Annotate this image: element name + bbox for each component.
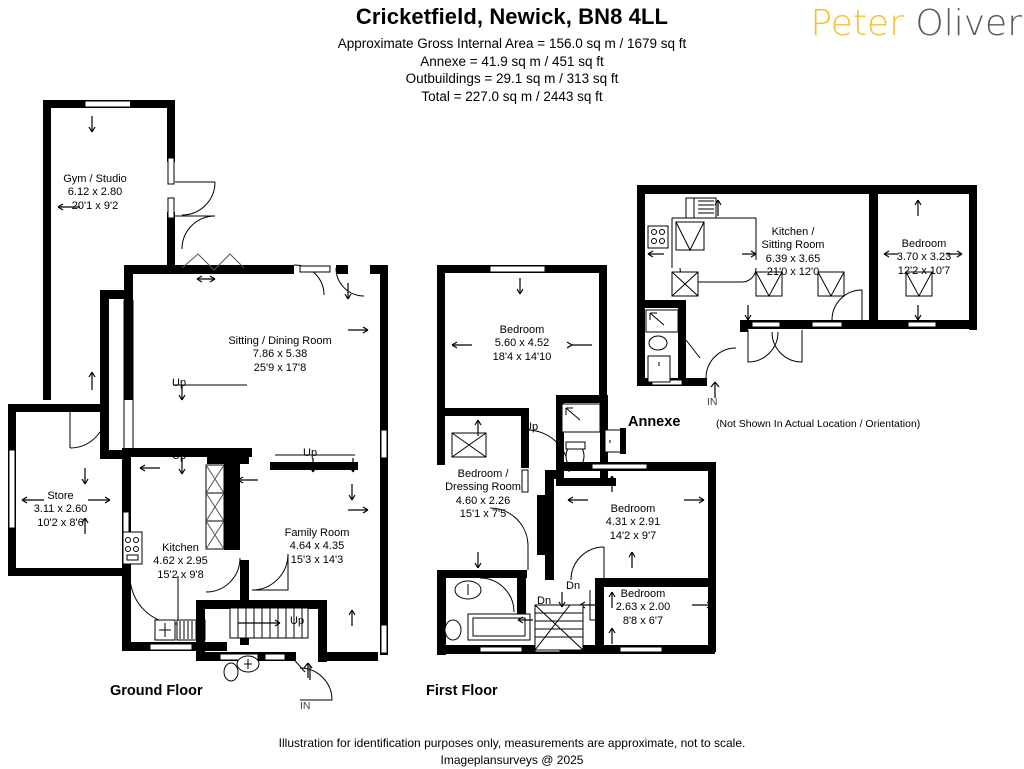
stair-marker-dn-1: Dn bbox=[566, 580, 581, 592]
entry-marker-ground: IN bbox=[300, 700, 311, 712]
bed-two-metric: 4.31 x 2.91 bbox=[605, 516, 661, 529]
sitting-name: Sitting / Dining Room bbox=[228, 335, 332, 347]
room-label-annexe-bedroom: Bedroom 3.70 x 3.23 12'2 x 10'7 bbox=[874, 238, 974, 278]
stair-marker-up-3: Up bbox=[303, 447, 318, 459]
room-label-bedroom-dressing: Bedroom / Dressing Room 4.60 x 2.26 15'1… bbox=[428, 468, 538, 522]
annexe-drawing bbox=[637, 185, 977, 398]
kitchen-name: Kitchen bbox=[162, 542, 199, 554]
annexe-kitchen-imperial: 21'0 x 12'0 bbox=[766, 266, 820, 279]
annexe-title: Annexe bbox=[628, 414, 681, 430]
gym-metric: 6.12 x 2.80 bbox=[67, 186, 123, 199]
store-metric: 3.11 x 2.60 bbox=[33, 503, 88, 516]
footer-disclaimer: Illustration for identification purposes… bbox=[278, 736, 746, 750]
area-summary: Approximate Gross Internal Area = 156.0 … bbox=[0, 35, 1024, 105]
kitchen-imperial: 15'2 x 9'8 bbox=[157, 568, 204, 581]
bed-two-imperial: 14'2 x 9'7 bbox=[609, 529, 657, 542]
room-label-kitchen: Kitchen 4.62 x 2.95 15'2 x 9'8 bbox=[128, 542, 233, 582]
stair-marker-up-5: Up bbox=[524, 421, 539, 433]
area-line-gross: Approximate Gross Internal Area = 156.0 … bbox=[337, 36, 687, 51]
header: Cricketfield, Newick, BN8 4LL Approximat… bbox=[0, 0, 1024, 105]
ground-floor-title: Ground Floor bbox=[110, 683, 203, 699]
dressing-imperial: 15'1 x 7'5 bbox=[459, 508, 507, 521]
dressing-metric: 4.60 x 2.26 bbox=[455, 494, 511, 507]
kitchen-metric: 4.62 x 2.95 bbox=[153, 555, 208, 568]
annexe-kitchen-name1: Kitchen / bbox=[771, 226, 815, 238]
gym-imperial: 20'1 x 9'2 bbox=[71, 199, 119, 212]
footer-credit: Imageplansurveys @ 2025 bbox=[440, 753, 584, 767]
bed-main-imperial: 18'4 x 14'10 bbox=[492, 350, 552, 363]
room-label-bedroom-two: Bedroom 4.31 x 2.91 14'2 x 9'7 bbox=[578, 503, 688, 543]
annexe-kitchen-metric: 6.39 x 3.65 bbox=[765, 252, 821, 265]
first-floor-drawing bbox=[437, 265, 716, 655]
room-label-sitting-dining: Sitting / Dining Room 7.86 x 5.38 25'9 x… bbox=[190, 335, 370, 375]
family-metric: 4.64 x 4.35 bbox=[289, 540, 345, 553]
stair-marker-up-1: Up bbox=[172, 377, 187, 389]
annexe-bed-imperial: 12'2 x 10'7 bbox=[897, 264, 951, 277]
entry-marker-annexe: IN bbox=[707, 396, 718, 408]
store-name: Store bbox=[47, 490, 74, 502]
dressing-name2: Dressing Room bbox=[445, 481, 521, 494]
room-label-family: Family Room 4.64 x 4.35 15'3 x 14'3 bbox=[258, 527, 376, 567]
sitting-imperial: 25'9 x 17'8 bbox=[253, 361, 307, 374]
store-imperial: 10'2 x 8'6 bbox=[37, 516, 84, 529]
footer: Illustration for identification purposes… bbox=[0, 735, 1024, 769]
annexe-bed-metric: 3.70 x 3.23 bbox=[896, 251, 952, 264]
annexe-kitchen-name2: Sitting Room bbox=[761, 239, 825, 252]
room-label-store: Store 3.11 x 2.60 10'2 x 8'6 bbox=[8, 490, 113, 530]
family-imperial: 15'3 x 14'3 bbox=[290, 553, 344, 566]
area-line-outbuildings: Outbuildings = 29.1 sq m / 313 sq ft bbox=[405, 71, 619, 86]
room-label-bedroom-three: Bedroom 2.63 x 2.00 8'8 x 6'7 bbox=[588, 588, 698, 628]
logo-first-word: Peter bbox=[810, 3, 904, 44]
stair-marker-up-2: Up bbox=[172, 450, 187, 462]
bed-three-imperial: 8'8 x 6'7 bbox=[622, 614, 664, 627]
bed-main-metric: 5.60 x 4.52 bbox=[494, 337, 550, 350]
room-label-annexe-kitchen: Kitchen / Sitting Room 6.39 x 3.65 21'0 … bbox=[738, 226, 848, 280]
bed-two-name: Bedroom bbox=[610, 503, 656, 515]
dressing-name1: Bedroom / bbox=[457, 468, 509, 480]
bed-three-metric: 2.63 x 2.00 bbox=[615, 601, 671, 614]
ground-floor-drawing bbox=[8, 100, 388, 701]
stair-marker-dn-2: Dn bbox=[537, 595, 552, 607]
brand-logo: Peter Oliver bbox=[810, 4, 1022, 44]
bed-main-name: Bedroom bbox=[499, 324, 545, 336]
logo-second-word: Oliver bbox=[915, 3, 1022, 44]
annexe-bed-name: Bedroom bbox=[901, 238, 947, 250]
sitting-metric: 7.86 x 5.38 bbox=[252, 348, 308, 361]
bed-three-name: Bedroom bbox=[620, 588, 666, 600]
room-label-bedroom-main: Bedroom 5.60 x 4.52 18'4 x 14'10 bbox=[452, 324, 592, 364]
annexe-orientation-note: (Not Shown In Actual Location / Orientat… bbox=[716, 418, 921, 430]
page-title: Cricketfield, Newick, BN8 4LL bbox=[355, 4, 669, 29]
family-name: Family Room bbox=[284, 527, 350, 539]
area-line-total: Total = 227.0 sq m / 2443 sq ft bbox=[421, 88, 603, 104]
room-label-gym: Gym / Studio 6.12 x 2.80 20'1 x 9'2 bbox=[30, 173, 160, 213]
area-line-annexe: Annexe = 41.9 sq m / 451 sq ft bbox=[420, 53, 604, 69]
first-floor-title: First Floor bbox=[426, 683, 498, 699]
gym-name: Gym / Studio bbox=[63, 173, 127, 185]
stair-marker-up-4: Up bbox=[290, 615, 305, 627]
